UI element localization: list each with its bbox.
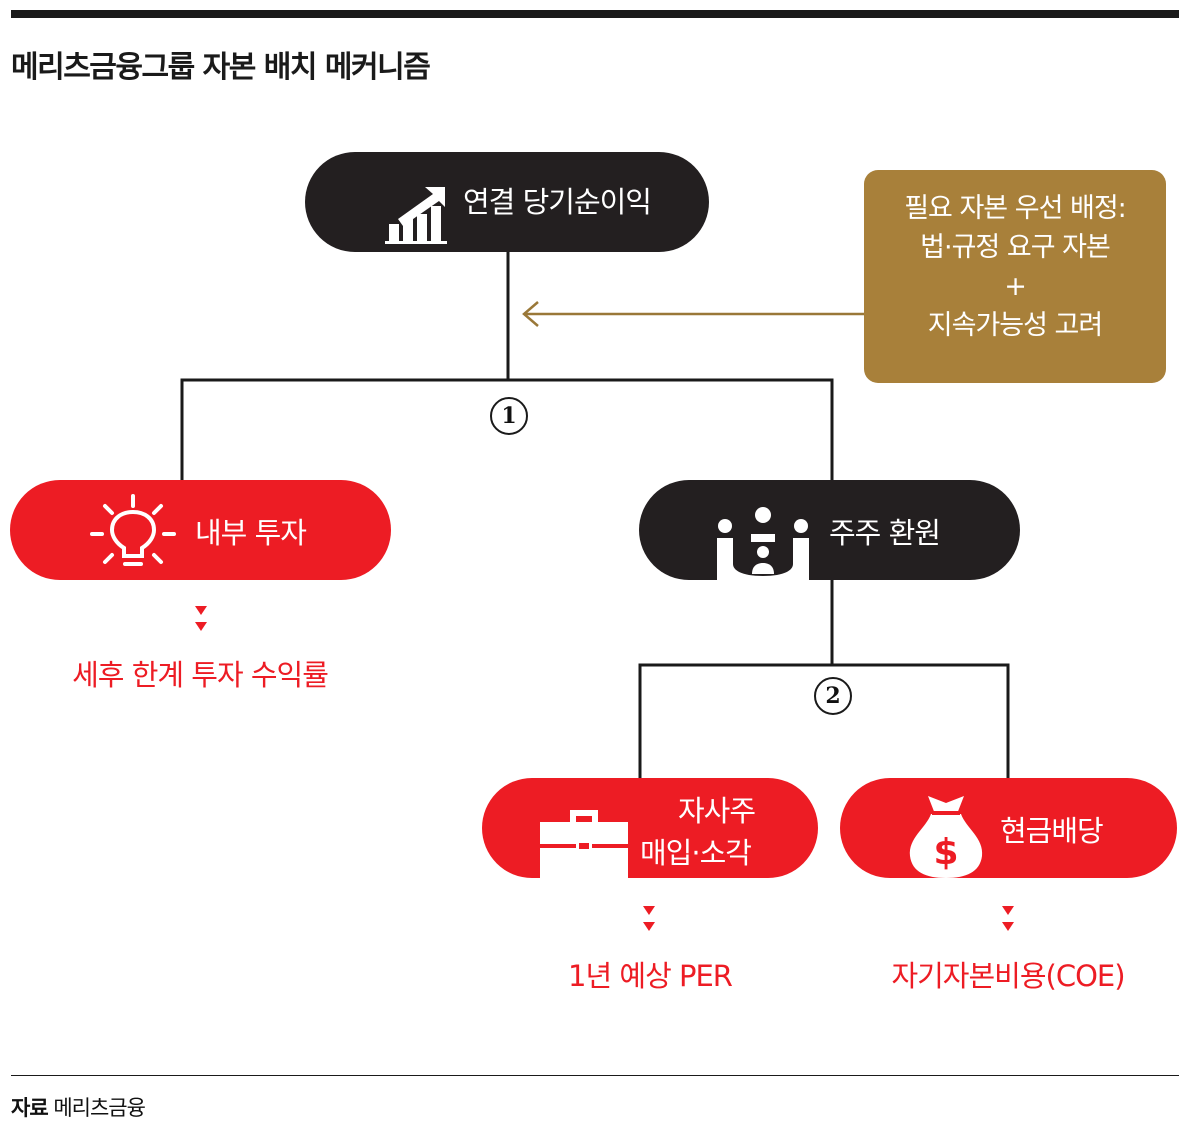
cash-dividend-node: $ 현금배당 (840, 778, 1177, 878)
rising-bar-chart-icon (385, 184, 447, 248)
net-income-label: 연결 당기순이익 (463, 185, 652, 219)
light-bulb-icon (88, 492, 178, 576)
step-number-1: 1 (490, 397, 528, 435)
branch-line-1 (180, 378, 834, 480)
priority-note-line2: 법·규정 요구 자본 (920, 232, 1111, 263)
internal-investment-label: 내부 투자 (195, 516, 307, 550)
source-value: 메리츠금융 (53, 1096, 146, 1120)
cash-dividend-label: 현금배당 (1000, 814, 1104, 848)
source-label: 자료 (11, 1096, 49, 1120)
shareholder-return-label: 주주 환원 (829, 516, 941, 550)
money-bag-icon: $ (906, 792, 986, 882)
buyback-node: 자사주 매입·소각 (482, 778, 818, 878)
down-arrow-cash-dividend (1002, 906, 1014, 931)
branch-line-2 (638, 663, 1010, 778)
down-arrow-buyback (643, 906, 655, 931)
net-income-node: 연결 당기순이익 (305, 152, 709, 252)
meeting-people-icon (715, 506, 811, 584)
outcome-after-tax-marginal-return: 세후 한계 투자 수익률 (72, 658, 329, 692)
step-number-2: 2 (814, 677, 852, 715)
briefcase-icon (540, 810, 628, 882)
outcome-forward-per: 1년 예상 PER (568, 959, 733, 993)
priority-note-plus: + (1004, 271, 1027, 302)
shareholder-return-node: 주주 환원 (639, 480, 1020, 580)
diagram-title: 메리츠금융그룹 자본 배치 메커니즘 (11, 50, 431, 85)
source-note: 자료 메리츠금융 (11, 1092, 146, 1122)
priority-note-line1: 필요 자본 우선 배정: (904, 193, 1127, 224)
footer-rule (11, 1075, 1179, 1076)
priority-arrow (522, 301, 864, 327)
buyback-label-line1: 자사주 (678, 794, 756, 828)
down-arrow-internal-investment (195, 606, 207, 631)
priority-note: 필요 자본 우선 배정: 법·규정 요구 자본 + 지속가능성 고려 (864, 170, 1166, 383)
outcome-cost-of-equity: 자기자본비용(COE) (891, 959, 1125, 993)
top-rule (11, 10, 1179, 18)
internal-investment-node: 내부 투자 (10, 480, 391, 580)
svg-text:$: $ (933, 832, 958, 873)
priority-note-line4: 지속가능성 고려 (927, 310, 1103, 341)
buyback-label-line2: 매입·소각 (640, 836, 752, 870)
